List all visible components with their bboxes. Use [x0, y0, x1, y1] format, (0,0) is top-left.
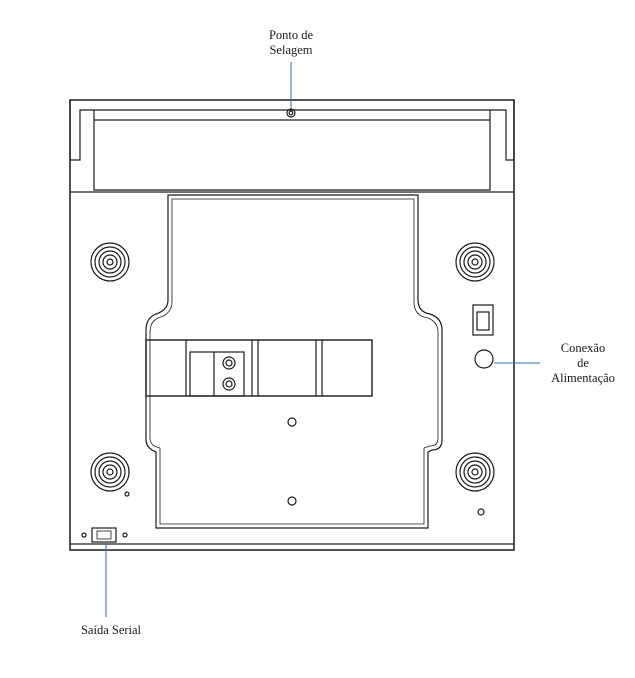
terminal-block-icon	[145, 339, 373, 397]
screw-icon	[287, 496, 297, 506]
sealing-point-label-line2: Selagem	[269, 43, 313, 57]
sealing-point-label-line1: Ponto de	[268, 28, 314, 42]
foot-icon	[455, 242, 495, 282]
serial-output-label: Saída Serial	[80, 623, 142, 637]
sealing-point-icon	[286, 108, 296, 118]
serial-port-icon	[81, 527, 128, 543]
center-plate	[145, 194, 443, 529]
foot-icon	[90, 452, 130, 492]
power-connection-label: Conexão de Alimentação	[538, 341, 628, 386]
power-connection-label-line3: Alimentação	[551, 371, 615, 385]
power-switch-icon	[472, 304, 494, 336]
power-connection-label-line2: de	[577, 356, 589, 370]
power-connection-label-line1: Conexão	[560, 341, 606, 355]
foot-icon	[90, 242, 130, 282]
screw-icon	[477, 508, 485, 516]
power-jack-icon	[474, 349, 494, 369]
device-body	[69, 99, 515, 551]
screw-icon	[124, 491, 130, 497]
screw-icon	[287, 417, 297, 427]
foot-icon	[455, 452, 495, 492]
leader-lines	[105, 62, 540, 617]
sealing-point-label: Ponto de Selagem	[251, 28, 331, 58]
